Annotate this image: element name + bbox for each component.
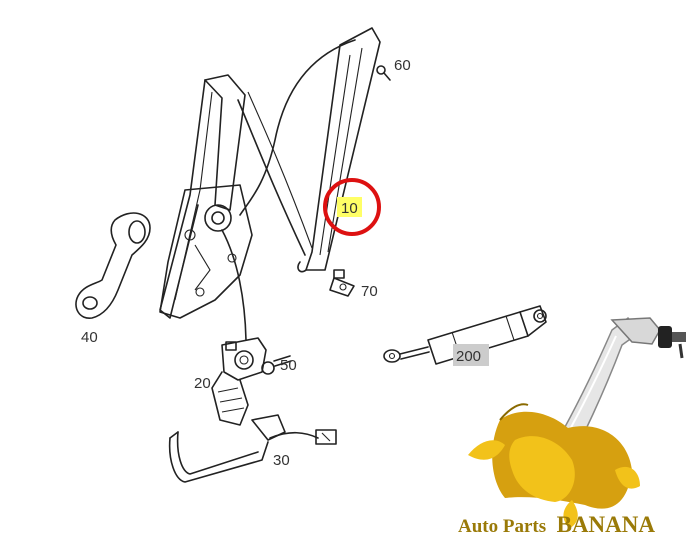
lift-arm-part-40[interactable] xyxy=(75,212,151,319)
callout-60[interactable]: 60 xyxy=(394,57,411,74)
wiring-harness-part-30[interactable] xyxy=(168,414,337,483)
screw-part-50[interactable] xyxy=(261,355,292,375)
highlight-part-10 xyxy=(323,178,381,236)
watermark-brand: Auto Parts BANANA xyxy=(458,512,655,537)
screw-part-60[interactable] xyxy=(376,65,391,81)
watermark-prefix: Auto Parts xyxy=(458,516,546,537)
callout-highlight xyxy=(337,197,362,217)
callout-tag-200 xyxy=(453,344,489,366)
callout-20[interactable]: 20 xyxy=(194,375,211,392)
callout-200[interactable]: 200 xyxy=(456,348,481,365)
callout-50[interactable]: 50 xyxy=(280,357,297,374)
callout-10[interactable]: 10 xyxy=(341,200,358,217)
bolt-part-70[interactable] xyxy=(329,269,355,297)
window-motor-part-20[interactable] xyxy=(211,337,267,426)
window-regulator-part-10[interactable] xyxy=(159,27,381,341)
callout-40[interactable]: 40 xyxy=(81,329,98,346)
callout-30[interactable]: 30 xyxy=(273,452,290,469)
banana-logo xyxy=(468,316,686,528)
highlight-ring xyxy=(323,178,381,236)
gas-strut-part-200[interactable] xyxy=(383,305,547,365)
callout-70[interactable]: 70 xyxy=(361,283,378,300)
watermark-name: BANANA xyxy=(557,512,656,537)
